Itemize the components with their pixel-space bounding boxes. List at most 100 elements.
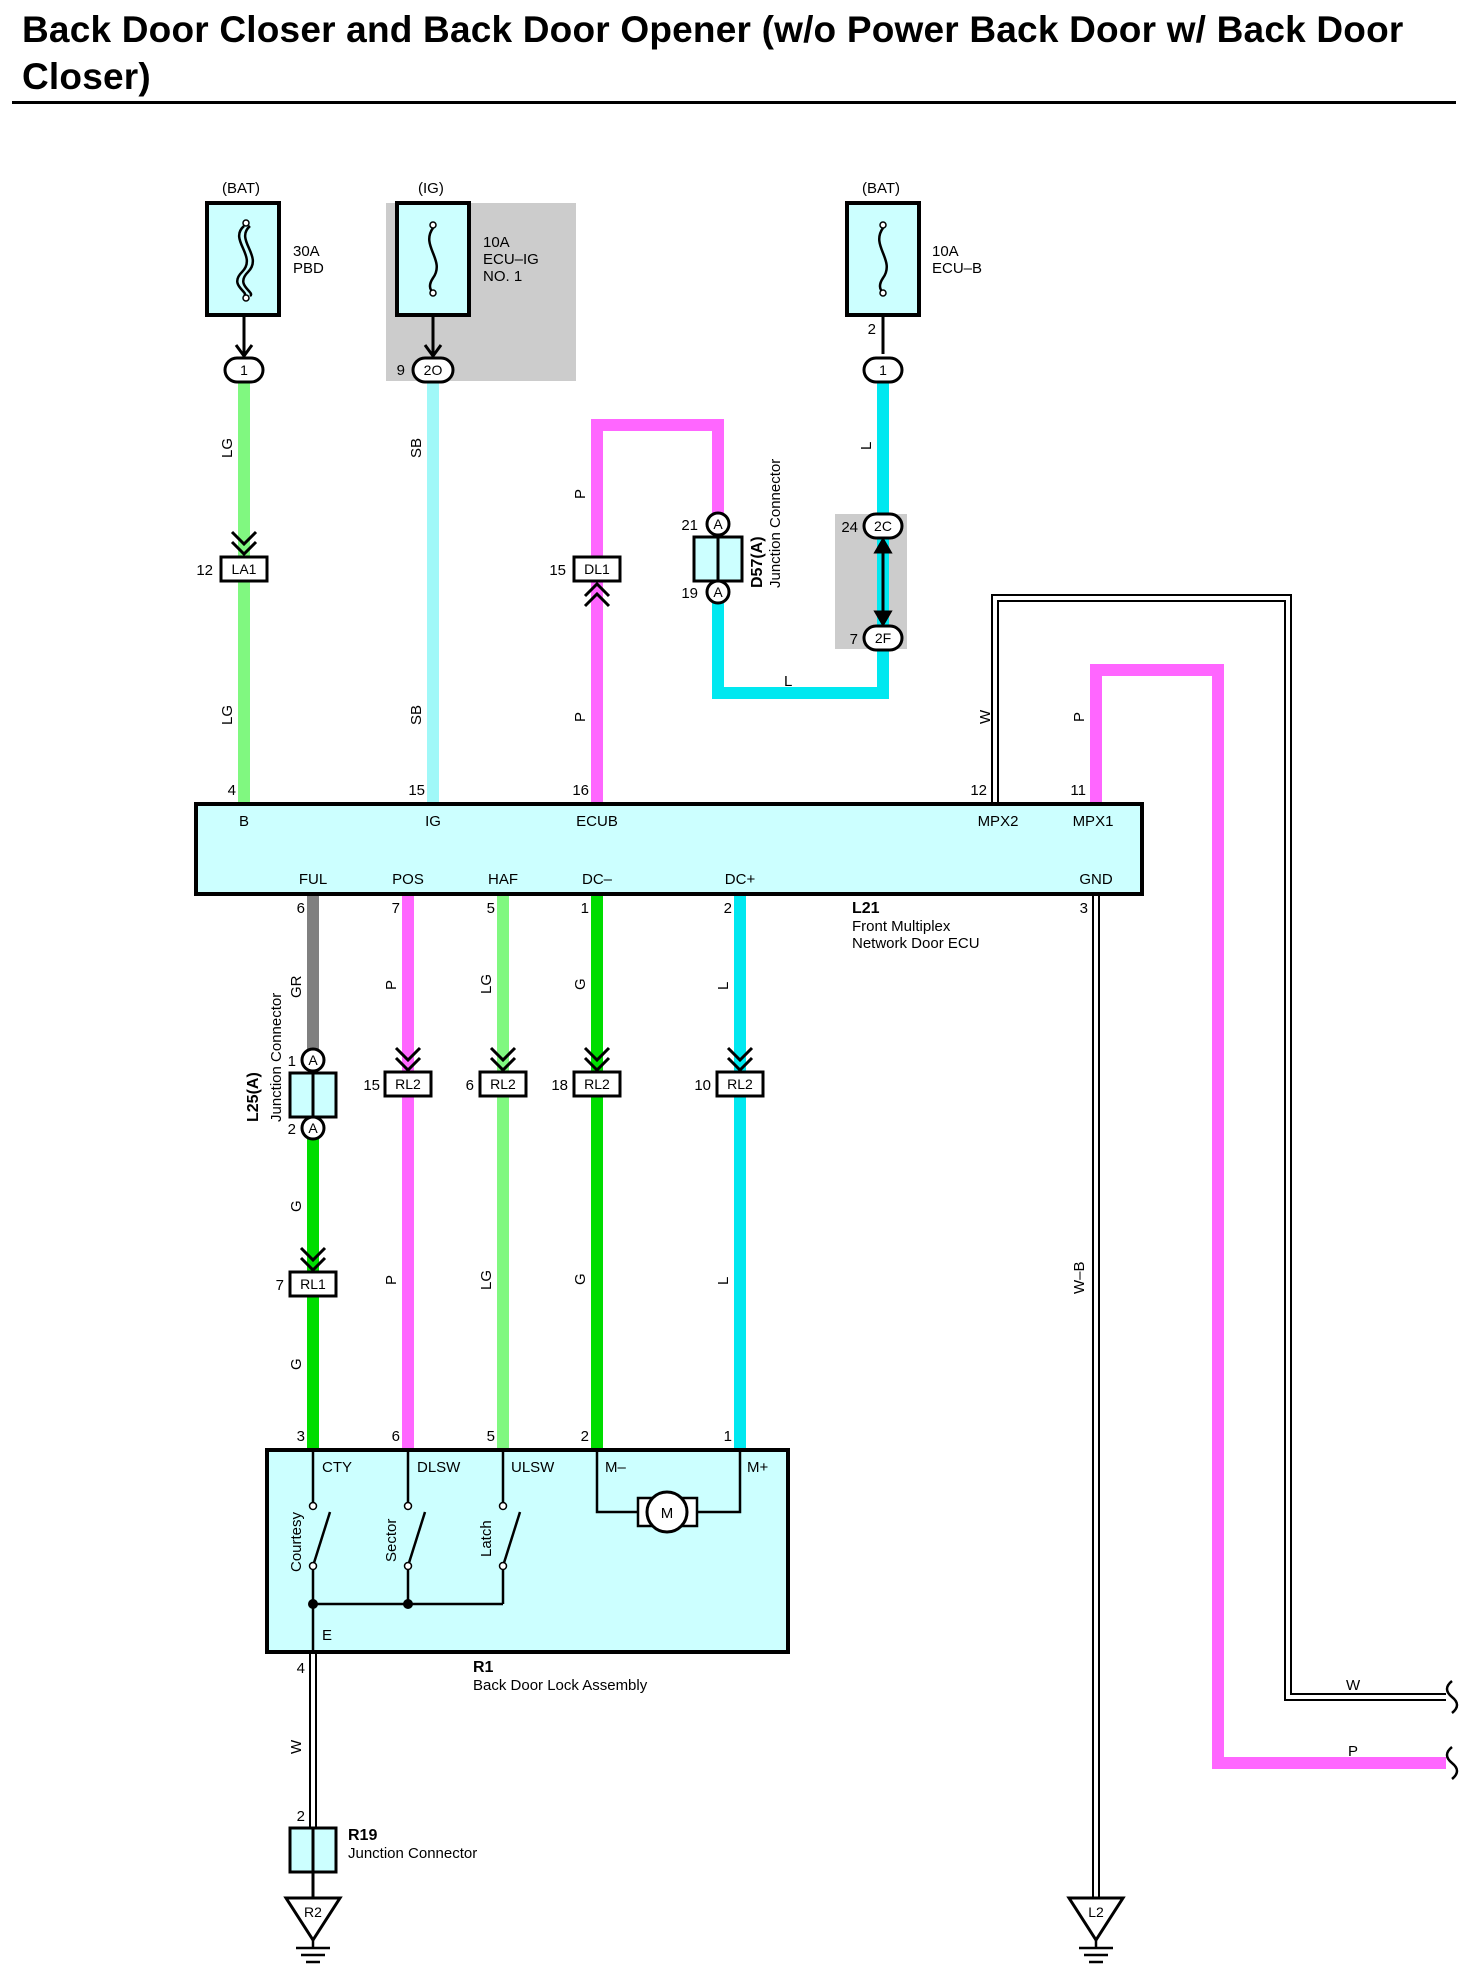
svg-text:HAF: HAF <box>488 871 518 888</box>
ecu-name2: Network Door ECU <box>852 935 980 952</box>
ground-l2: L2 <box>1066 1896 1126 1964</box>
conn-2c-2f-link <box>873 537 893 627</box>
conn-dl1-pin: 15 <box>549 562 566 579</box>
conn-2f: 7 2F <box>850 624 904 652</box>
svg-text:L: L <box>715 1277 732 1285</box>
svg-text:MPX1: MPX1 <box>1073 813 1114 830</box>
svg-text:DLSW: DLSW <box>417 1459 461 1476</box>
fuse-pbd-name: PBD <box>293 260 324 277</box>
ecu-id: L21 <box>852 900 880 917</box>
wire-w-mpx2-inner <box>993 596 1446 1699</box>
svg-text:LG: LG <box>478 1270 495 1290</box>
svg-text:B: B <box>239 813 249 830</box>
wire-p-mpx1 <box>1090 664 1446 1769</box>
l25-pin-bottom: 2 <box>288 1121 296 1138</box>
svg-text:M+: M+ <box>747 1459 768 1476</box>
motor-icon: M <box>636 1490 699 1534</box>
svg-text:5: 5 <box>487 900 495 917</box>
d57-pin-bottom: 19 <box>681 585 698 602</box>
svg-text:MPX2: MPX2 <box>978 813 1019 830</box>
svg-text:POS: POS <box>392 871 424 888</box>
fuse-pbd-source: (BAT) <box>222 180 260 197</box>
fusible-link-icon <box>236 219 255 302</box>
conn-2o-pin: 9 <box>397 362 405 379</box>
svg-text:CTY: CTY <box>322 1459 352 1476</box>
conn-2c-pin: 24 <box>841 519 858 536</box>
svg-text:P: P <box>383 1275 400 1285</box>
svg-text:3: 3 <box>297 1428 305 1445</box>
svg-text:RL1: RL1 <box>300 1276 326 1292</box>
conn-rl1-pin: 7 <box>276 1277 284 1294</box>
wire-labels: LG LG SB SB P P L L W P W P GR P LG G L … <box>219 438 1361 1760</box>
svg-text:ULSW: ULSW <box>511 1459 555 1476</box>
svg-text:5: 5 <box>487 1428 495 1445</box>
junction-l25: 1 A A 2 L25(A) Junction Connector <box>245 993 338 1141</box>
svg-text:11: 11 <box>1070 782 1086 799</box>
r19-name: Junction Connector <box>348 1845 477 1862</box>
svg-text:LA1: LA1 <box>232 561 257 577</box>
svg-text:G: G <box>288 1358 305 1370</box>
junction-d57: 21 A A 19 D57(A) Junction Connector <box>681 459 784 605</box>
l25-pin-top: 1 <box>288 1053 296 1070</box>
svg-text:R2: R2 <box>304 1904 322 1920</box>
fuse-ecu-b: (BAT) 10A ECU–B <box>845 180 982 317</box>
d57-pin-top: 21 <box>681 517 698 534</box>
wires <box>238 383 1446 1769</box>
svg-text:W: W <box>288 1739 305 1754</box>
svg-text:L: L <box>715 982 732 990</box>
lock-id: R1 <box>473 1659 494 1676</box>
svg-text:FUL: FUL <box>299 871 327 888</box>
svg-text:DC–: DC– <box>582 871 613 888</box>
svg-text:P: P <box>572 489 589 499</box>
ecu-name1: Front Multiplex <box>852 918 951 935</box>
conn-la1-pin: 12 <box>196 562 213 579</box>
conn-rl2-dcplus: RL2 10 <box>694 1046 765 1098</box>
svg-text:LG: LG <box>219 705 236 725</box>
svg-text:RL2: RL2 <box>584 1076 610 1092</box>
conn-rl2-haf-pin: 6 <box>466 1077 474 1094</box>
svg-text:4: 4 <box>297 1660 305 1677</box>
switch-sector: Sector <box>383 1519 400 1562</box>
svg-text:2C: 2C <box>874 518 892 534</box>
conn-2f-pin: 7 <box>850 631 858 648</box>
fuse-icon <box>878 221 888 297</box>
inline-connectors: LA1 12 DL1 15 RL2 15 RL2 6 R <box>196 530 765 1298</box>
svg-text:E: E <box>322 1627 332 1644</box>
conn-ecub-1: 2 1 <box>862 321 904 384</box>
d57-id: D57(A) <box>749 536 766 588</box>
wire-break-p <box>1445 1746 1459 1780</box>
conn-rl2-dcplus-pin: 10 <box>694 1077 711 1094</box>
svg-text:GR: GR <box>288 975 305 998</box>
svg-text:G: G <box>572 1273 589 1285</box>
fuse-ecu-b-rating: 10A <box>932 243 959 260</box>
svg-text:12: 12 <box>970 782 987 799</box>
svg-text:RL2: RL2 <box>395 1076 421 1092</box>
svg-text:2: 2 <box>724 900 732 917</box>
svg-text:2F: 2F <box>875 630 891 646</box>
svg-text:A: A <box>713 516 723 532</box>
svg-text:SB: SB <box>408 705 425 725</box>
fuse-ecu-ig-rating: 10A <box>483 234 510 251</box>
l25-id: L25(A) <box>245 1072 262 1122</box>
conn-rl2-haf: RL2 6 <box>466 1046 528 1098</box>
svg-text:1: 1 <box>240 362 248 378</box>
junction-r19: 2 R19 Junction Connector <box>288 1808 477 1874</box>
conn-rl2-pos-pin: 15 <box>363 1077 380 1094</box>
r19-pin: 2 <box>297 1808 305 1825</box>
svg-text:W: W <box>1346 1677 1361 1694</box>
svg-text:RL2: RL2 <box>727 1076 753 1092</box>
conn-pbd-1: 1 <box>223 356 265 384</box>
conn-rl2-dcminus-pin: 18 <box>551 1077 568 1094</box>
fuse-ecu-ig-source: (IG) <box>418 180 444 197</box>
fuse-icon <box>428 221 438 297</box>
svg-text:W: W <box>977 709 994 724</box>
svg-text:2O: 2O <box>424 362 443 378</box>
conn-2o: 9 2O <box>397 356 455 384</box>
svg-text:M–: M– <box>605 1459 626 1476</box>
svg-text:LG: LG <box>478 974 495 994</box>
conn-rl1: RL1 7 <box>276 1246 338 1298</box>
svg-text:G: G <box>572 978 589 990</box>
svg-text:3: 3 <box>1080 900 1088 917</box>
conn-rl2-pos: RL2 15 <box>363 1046 433 1098</box>
